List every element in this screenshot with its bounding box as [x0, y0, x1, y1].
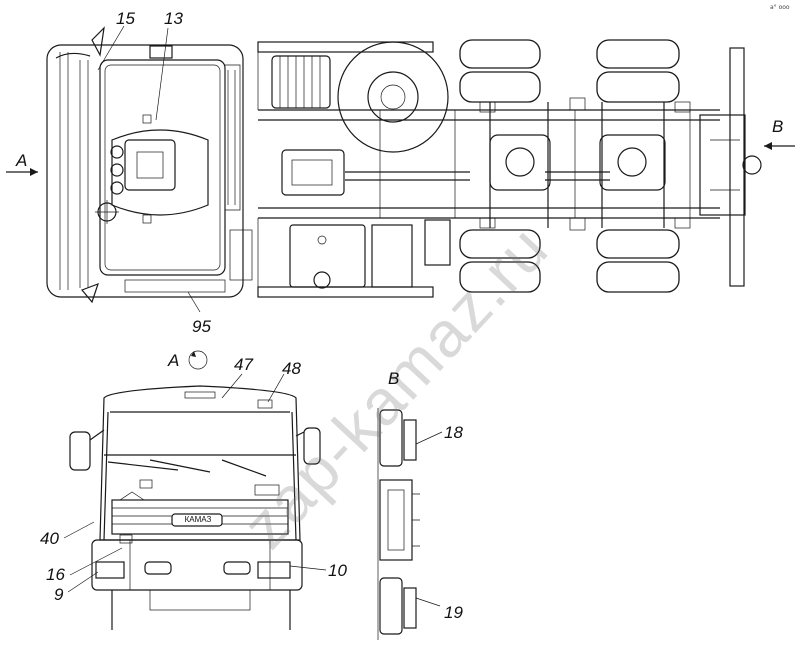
- corner-mark: a° ooo: [770, 4, 790, 11]
- rotation-icon: [188, 350, 208, 370]
- cab-front-view: [69, 385, 321, 630]
- leader-18: [415, 431, 443, 445]
- callout-47: 47: [234, 355, 253, 374]
- callout-19: 19: [444, 603, 463, 622]
- leader-95: [187, 291, 201, 313]
- view-label-b: B: [772, 117, 784, 136]
- callout-18: 18: [444, 423, 463, 442]
- leader-48: [267, 373, 285, 403]
- view-arrow-b: [764, 142, 795, 150]
- leader-16: [69, 547, 123, 576]
- leader-9: [67, 571, 99, 593]
- leader-13: [155, 27, 169, 121]
- rear-view-label: B: [388, 369, 400, 388]
- view-label-a: A: [16, 151, 28, 170]
- callout-40: 40: [40, 529, 59, 548]
- leader-15: [97, 25, 125, 71]
- leader-10: [289, 565, 327, 571]
- callout-15: 15: [116, 9, 135, 28]
- leader-19: [415, 597, 441, 607]
- view-arrow-a: [6, 168, 38, 176]
- callout-10: 10: [328, 561, 347, 580]
- front-view-label: A: [168, 351, 180, 370]
- callout-13: 13: [164, 9, 183, 28]
- rear-view: [377, 408, 420, 640]
- leader-40: [63, 521, 95, 539]
- callout-95: 95: [192, 317, 211, 336]
- callout-48: 48: [282, 359, 301, 378]
- callout-9: 9: [54, 585, 64, 604]
- callout-16: 16: [46, 565, 65, 584]
- leader-47: [221, 373, 243, 399]
- chassis-top-view: [257, 39, 762, 298]
- kamaz-logo: КАМАЗ: [184, 515, 212, 524]
- cab-top-view: [46, 26, 253, 304]
